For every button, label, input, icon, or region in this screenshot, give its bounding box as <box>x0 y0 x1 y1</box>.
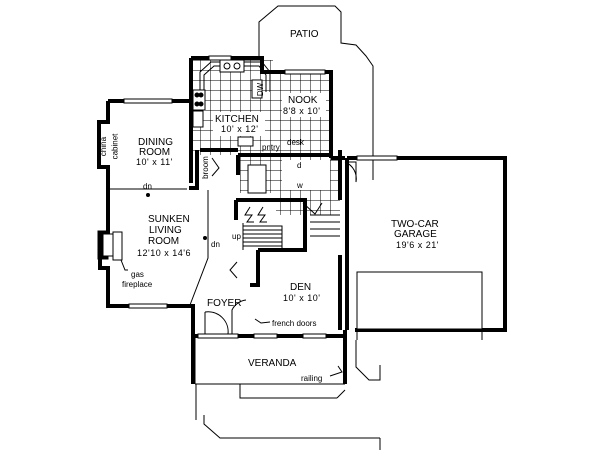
annotation-dryer: d <box>297 161 302 170</box>
leaders <box>254 318 343 377</box>
annotation-up-stairs: up <box>232 232 241 241</box>
room-label-living-3: ROOM <box>148 236 180 247</box>
room-label-garage: TWO-CAR <box>391 219 439 230</box>
room-label-living: SUNKEN <box>148 214 190 225</box>
room-dims-garage: 19'6 x 21' <box>396 240 439 250</box>
annotation-gas: gas <box>131 270 144 279</box>
room-label-veranda: VERANDA <box>248 358 297 369</box>
annotation-washer: w <box>297 181 303 190</box>
annotation-railing: railing <box>301 374 323 383</box>
kitchen-tile <box>193 60 273 155</box>
room-label-nook: NOOK <box>288 95 318 106</box>
annotation-fireplace: fireplace <box>122 280 153 289</box>
room-dims-dining: 10' x 11' <box>136 157 173 167</box>
fireplace <box>97 230 128 271</box>
room-dims-den: 10' x 10' <box>283 293 321 303</box>
room-label-foyer: FOYER <box>207 298 242 309</box>
room-label-living-2: LIVING <box>149 225 182 236</box>
garage-door <box>356 271 483 340</box>
room-label-den: DEN <box>290 282 312 293</box>
room-dims-living: 12'10 x 14'6 <box>137 248 191 258</box>
annotation-pantry: pntry <box>262 143 280 152</box>
annotation-china: china <box>99 136 109 157</box>
door-swings <box>204 157 357 335</box>
room-label-dining-2: ROOM <box>139 147 171 158</box>
level-markers <box>146 193 207 240</box>
room-label-kitchen: KITCHEN <box>215 114 259 125</box>
annotation-dishwasher: DW <box>256 82 266 97</box>
room-label-patio: PATIO <box>290 29 319 40</box>
room-dims-nook: 8'8 x 10' <box>283 106 321 116</box>
room-label-garage-2: GARAGE <box>394 229 437 240</box>
kitchen-counters <box>192 59 271 147</box>
interior-lines <box>108 188 381 450</box>
annotation-broom: broom <box>200 156 210 179</box>
windows <box>123 55 398 339</box>
staircase <box>242 206 340 250</box>
annotation-cabinet: cabinet <box>110 133 120 160</box>
annotation-dn-dining: dn <box>143 182 152 191</box>
room-label-dining: DINING <box>138 137 173 148</box>
annotation-french-doors: french doors <box>272 319 317 328</box>
room-dims-kitchen: 10' x 12' <box>221 124 259 134</box>
patio-outline <box>258 5 374 180</box>
annotation-desk: desk <box>287 138 304 147</box>
annotation-dn-living: dn <box>211 240 220 249</box>
